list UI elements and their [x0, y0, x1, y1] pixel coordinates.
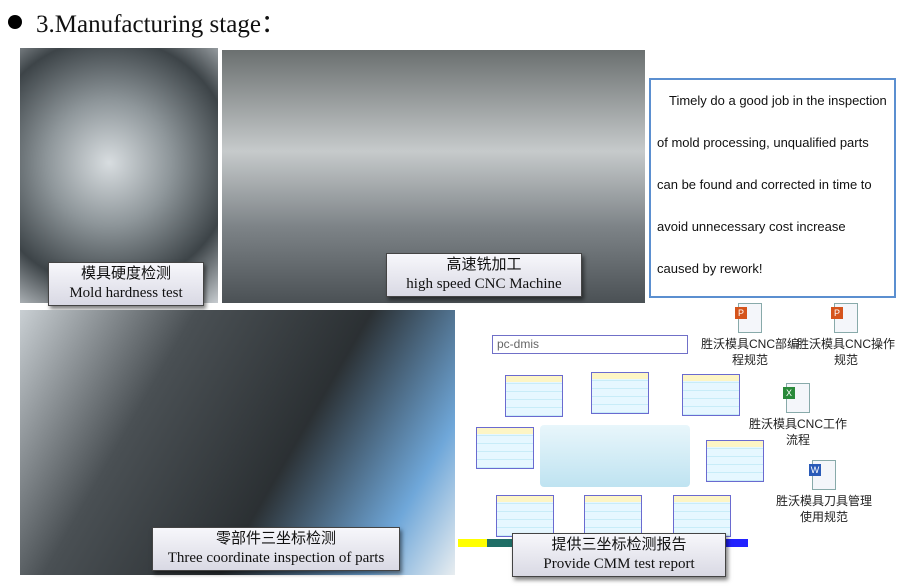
document-cnc-programming[interactable]: P 胜沃模具CNC部编程规范: [700, 303, 800, 368]
mold-hardness-photo: [20, 48, 218, 303]
pcdmis-report-header: pc-dmis: [492, 335, 688, 354]
measurement-table: [584, 495, 642, 537]
pcdmis-logo: pc-dmis: [497, 337, 540, 351]
caption-cnc: 高速铣加工 high speed CNC Machine: [386, 253, 582, 297]
document-label: 胜沃模具CNC操作规范: [797, 337, 895, 367]
part-diagram: [540, 425, 690, 487]
caption-cn: 提供三坐标检测报告: [551, 537, 687, 553]
measurement-table: [476, 427, 534, 469]
caption-cn: 高速铣加工: [446, 257, 522, 273]
measurement-table: [682, 374, 740, 416]
powerpoint-icon: P: [831, 303, 858, 333]
text-line: caused by rework!: [657, 261, 763, 276]
measurement-table: [591, 372, 649, 414]
measurement-table: [505, 375, 563, 417]
word-icon: W: [809, 460, 836, 490]
measurement-table: [673, 495, 731, 537]
document-label: 胜沃模具CNC工作流程: [749, 417, 847, 447]
inspection-text-box: Timely do a good job in the inspection o…: [649, 78, 896, 298]
bullet-icon: [8, 15, 22, 29]
document-cnc-workflow[interactable]: X 胜沃模具CNC工作流程: [748, 383, 848, 448]
document-tool-management[interactable]: W 胜沃模具刀具管理使用规范: [774, 460, 874, 525]
caption-en: Provide CMM test report: [543, 556, 695, 572]
excel-icon: X: [783, 383, 810, 413]
caption-en: Three coordinate inspection of parts: [167, 550, 385, 566]
caption-cmm-inspection: 零部件三坐标检测 Three coordinate inspection of p…: [152, 527, 400, 571]
caption-hardness: 模具硬度检测 Mold hardness test: [48, 262, 204, 306]
caption-en: high speed CNC Machine: [406, 276, 562, 292]
caption-cn: 模具硬度检测: [80, 266, 171, 282]
text-line: avoid unnecessary cost increase: [657, 219, 846, 234]
title-text: 3.Manufacturing stage：: [36, 11, 286, 38]
powerpoint-icon: P: [735, 303, 762, 333]
caption-cmm-report: 提供三坐标检测报告 Provide CMM test report: [512, 533, 726, 577]
section-title: 3.Manufacturing stage：: [8, 4, 286, 40]
text-line: of mold processing, unqualified parts: [657, 135, 869, 150]
caption-en: Mold hardness test: [69, 285, 183, 301]
measurement-table: [706, 440, 764, 482]
text-line: Timely do a good job in the inspection: [669, 93, 887, 108]
text-line: can be found and corrected in time to: [657, 177, 872, 192]
caption-cn: 零部件三坐标检测: [215, 531, 336, 547]
measurement-table: [496, 495, 554, 537]
document-label: 胜沃模具刀具管理使用规范: [775, 494, 872, 524]
document-label: 胜沃模具CNC部编程规范: [701, 337, 799, 367]
document-cnc-operation[interactable]: P 胜沃模具CNC操作规范: [796, 303, 896, 368]
